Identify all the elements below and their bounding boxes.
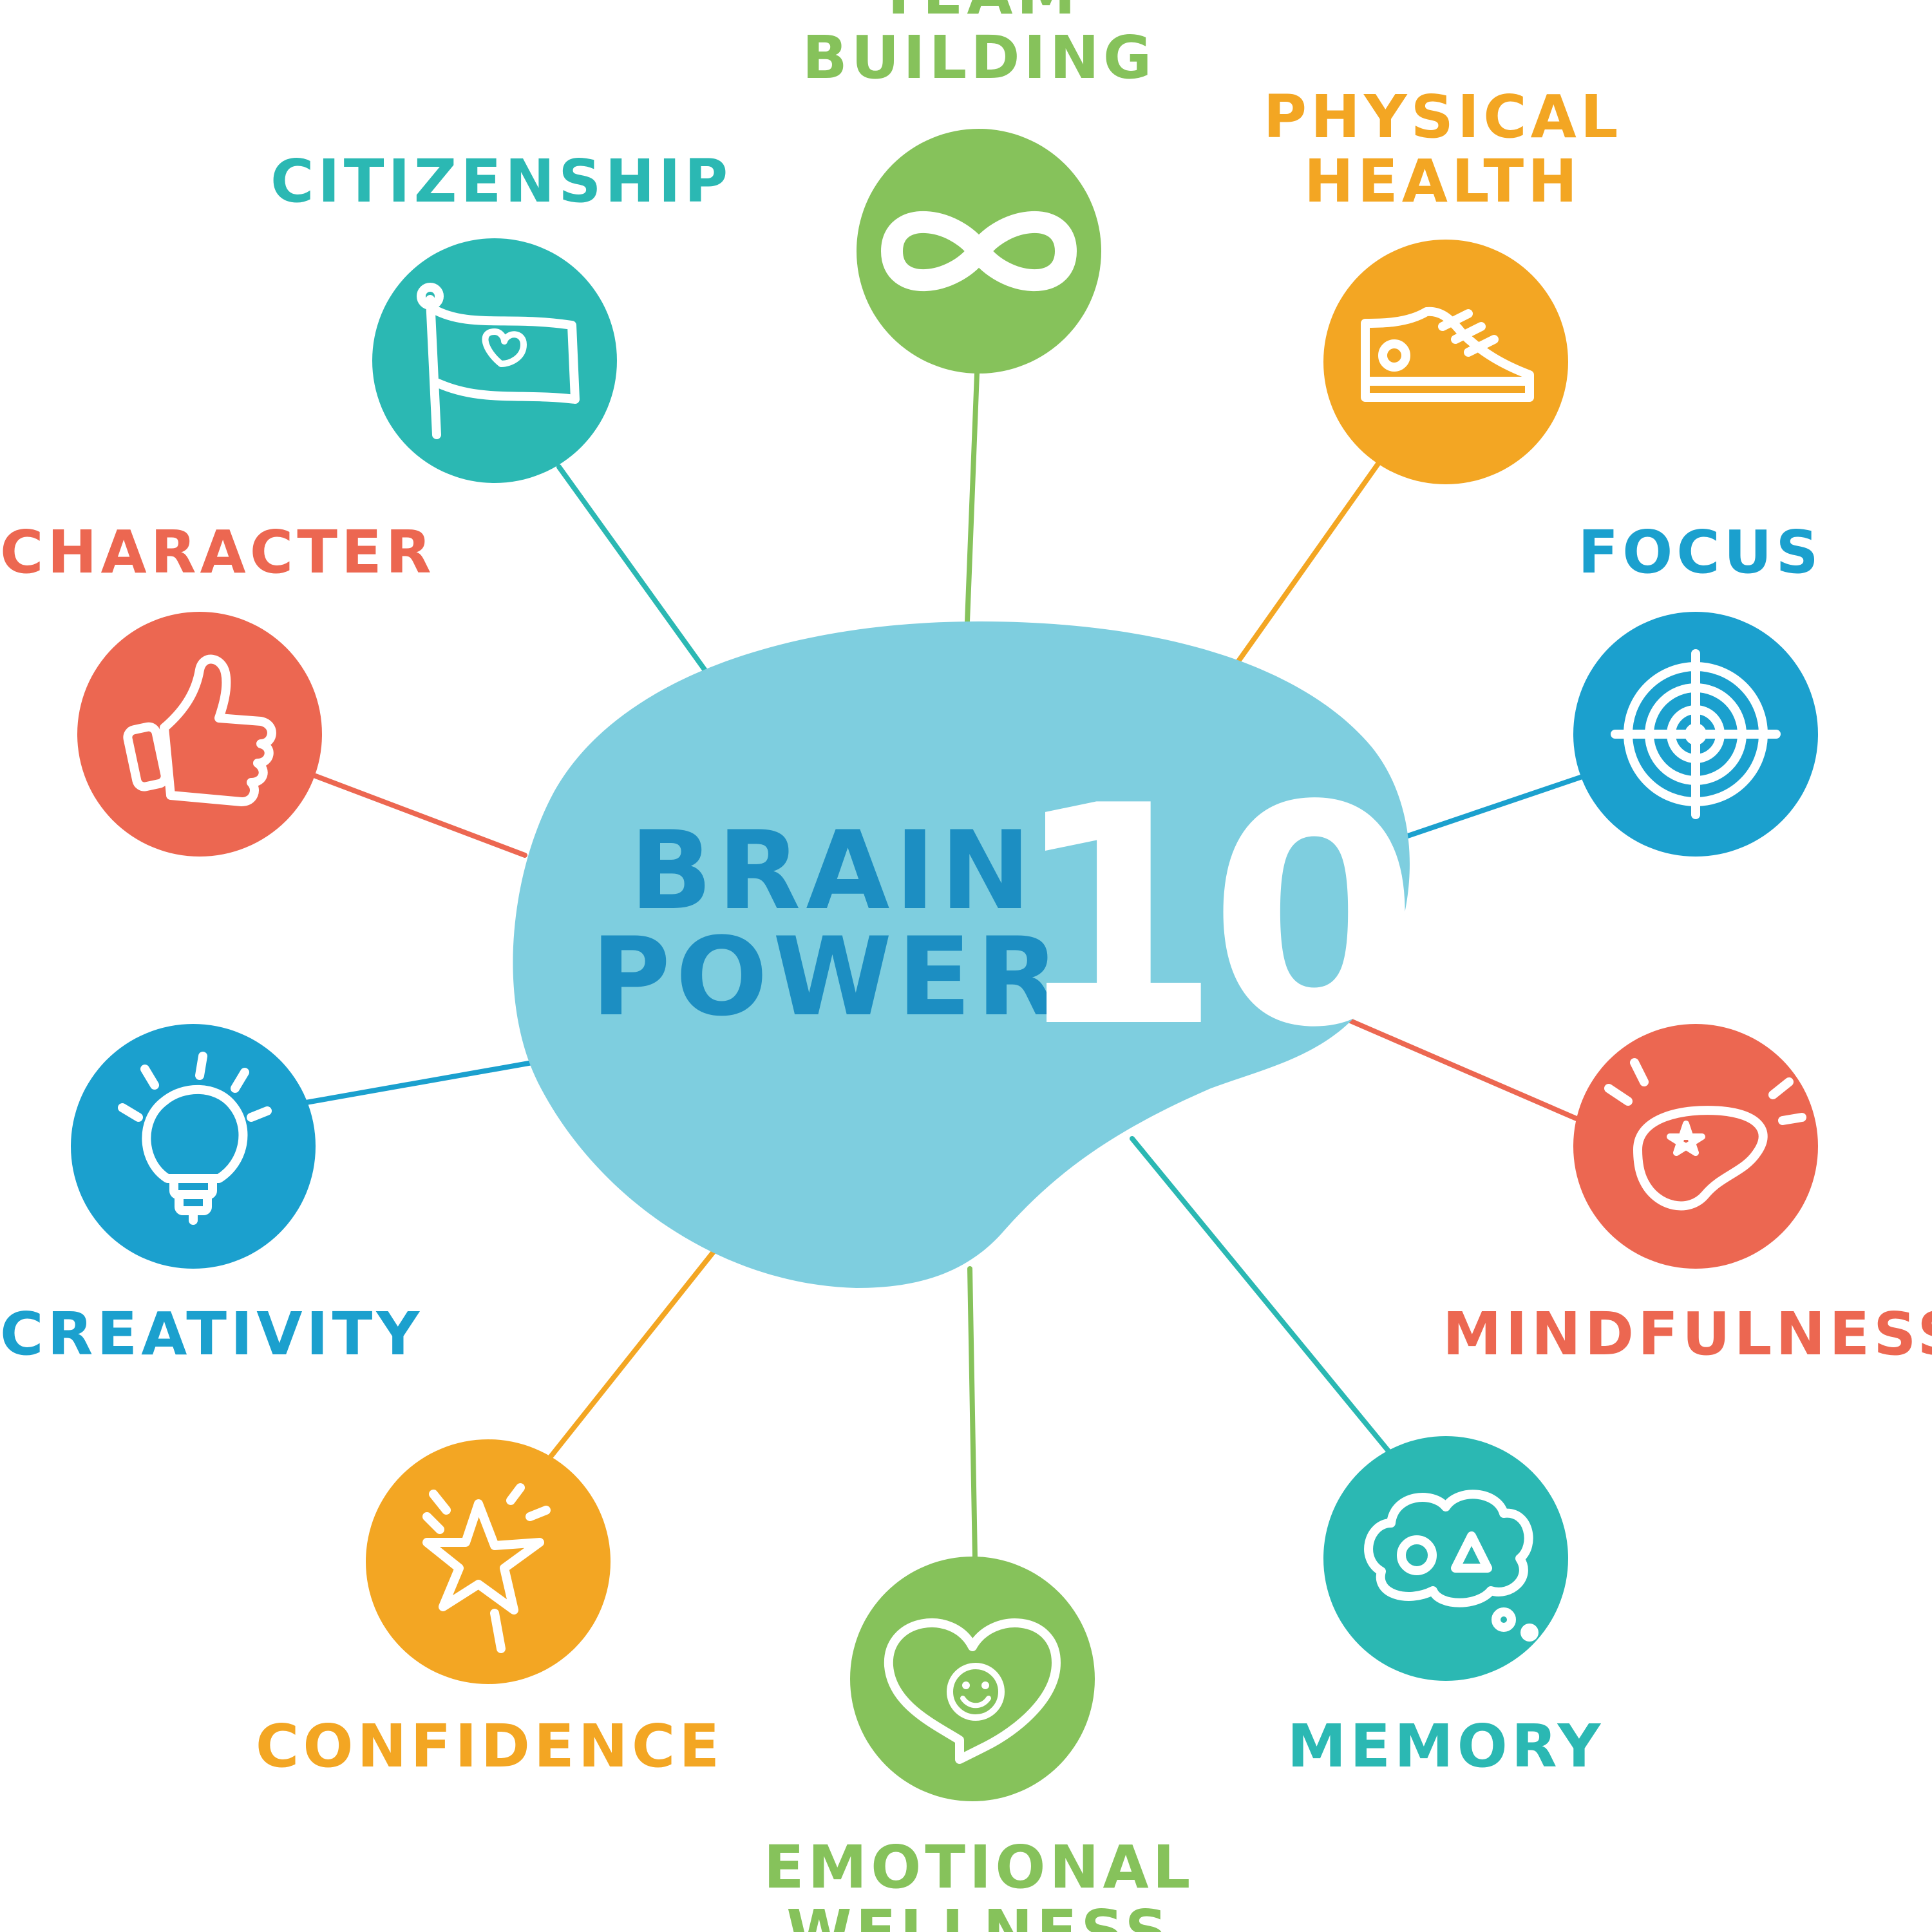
label-character-line1: CHARACTER bbox=[0, 518, 435, 587]
label-physical-health: PHYSICAL HEALTH bbox=[1236, 85, 1649, 214]
center-title-line1: BRAIN bbox=[630, 808, 1036, 934]
connector-memory bbox=[1130, 1136, 1394, 1457]
heart-flag-icon bbox=[417, 283, 580, 439]
node-circle-confidence bbox=[366, 1439, 611, 1684]
label-focus: FOCUS bbox=[1501, 520, 1900, 585]
node-circle-memory bbox=[1323, 1436, 1568, 1681]
smiling-heart-icon bbox=[884, 1618, 1061, 1764]
node-circle-emotional-wellness bbox=[850, 1557, 1095, 1801]
label-team-building-line1: TEAM bbox=[773, 0, 1185, 26]
lightbulb-icon bbox=[118, 1052, 272, 1225]
connector-creativity bbox=[303, 1057, 553, 1105]
connector-mindfulness bbox=[1340, 1015, 1584, 1123]
connector-focus bbox=[1401, 773, 1587, 840]
label-mindfulness: MINDFULNESS bbox=[1443, 1302, 1932, 1367]
label-emotional-wellness-line2: WELLNESS bbox=[786, 1897, 1171, 1932]
node-circle-character bbox=[77, 612, 322, 857]
label-physical-health-line1: PHYSICAL bbox=[1263, 82, 1622, 151]
label-focus-line1: FOCUS bbox=[1578, 518, 1823, 587]
center-blob bbox=[513, 621, 1410, 1288]
center-number: 10 bbox=[1011, 741, 1419, 1094]
label-confidence: CONFIDENCE bbox=[245, 1714, 734, 1779]
label-team-building: TEAM BUILDING bbox=[773, 0, 1185, 90]
node-circle-physical-health bbox=[1323, 240, 1568, 484]
thumbs-up-icon bbox=[123, 654, 276, 806]
label-emotional-wellness-line1: EMOTIONAL bbox=[763, 1833, 1195, 1902]
label-creativity: CREATIVITY bbox=[0, 1300, 424, 1368]
label-emotional-wellness: EMOTIONAL WELLNESS bbox=[747, 1835, 1211, 1932]
connector-team-building bbox=[965, 371, 980, 624]
connector-confidence bbox=[548, 1244, 721, 1459]
sneaker-icon bbox=[1361, 307, 1534, 402]
label-memory-line1: MEMORY bbox=[1287, 1712, 1605, 1781]
infinity-icon bbox=[881, 211, 1077, 291]
connector-character bbox=[313, 773, 527, 858]
glowing-star-stone-icon bbox=[1604, 1058, 1806, 1211]
label-team-building-line2: BUILDING bbox=[802, 23, 1156, 92]
label-confidence-line1: CONFIDENCE bbox=[255, 1712, 724, 1781]
label-memory: MEMORY bbox=[1246, 1714, 1645, 1779]
label-character: CHARACTER bbox=[0, 518, 435, 587]
connector-emotional-wellness bbox=[967, 1266, 978, 1561]
connector-citizenship bbox=[556, 464, 711, 677]
star-wand-icon bbox=[422, 1483, 551, 1653]
label-citizenship-line1: CITIZENSHIP bbox=[270, 147, 732, 216]
target-icon bbox=[1611, 649, 1781, 819]
thought-cloud-icon bbox=[1364, 1490, 1539, 1642]
connector-physical-health bbox=[1227, 461, 1381, 676]
label-physical-health-line2: HEALTH bbox=[1303, 147, 1582, 216]
center-title-line2: POWER bbox=[591, 914, 1065, 1040]
node-circle-creativity bbox=[71, 1024, 316, 1269]
label-mindfulness-line1: MINDFULNESS bbox=[1443, 1300, 1932, 1368]
label-citizenship: CITIZENSHIP bbox=[270, 147, 732, 216]
label-creativity-line1: CREATIVITY bbox=[0, 1300, 424, 1368]
